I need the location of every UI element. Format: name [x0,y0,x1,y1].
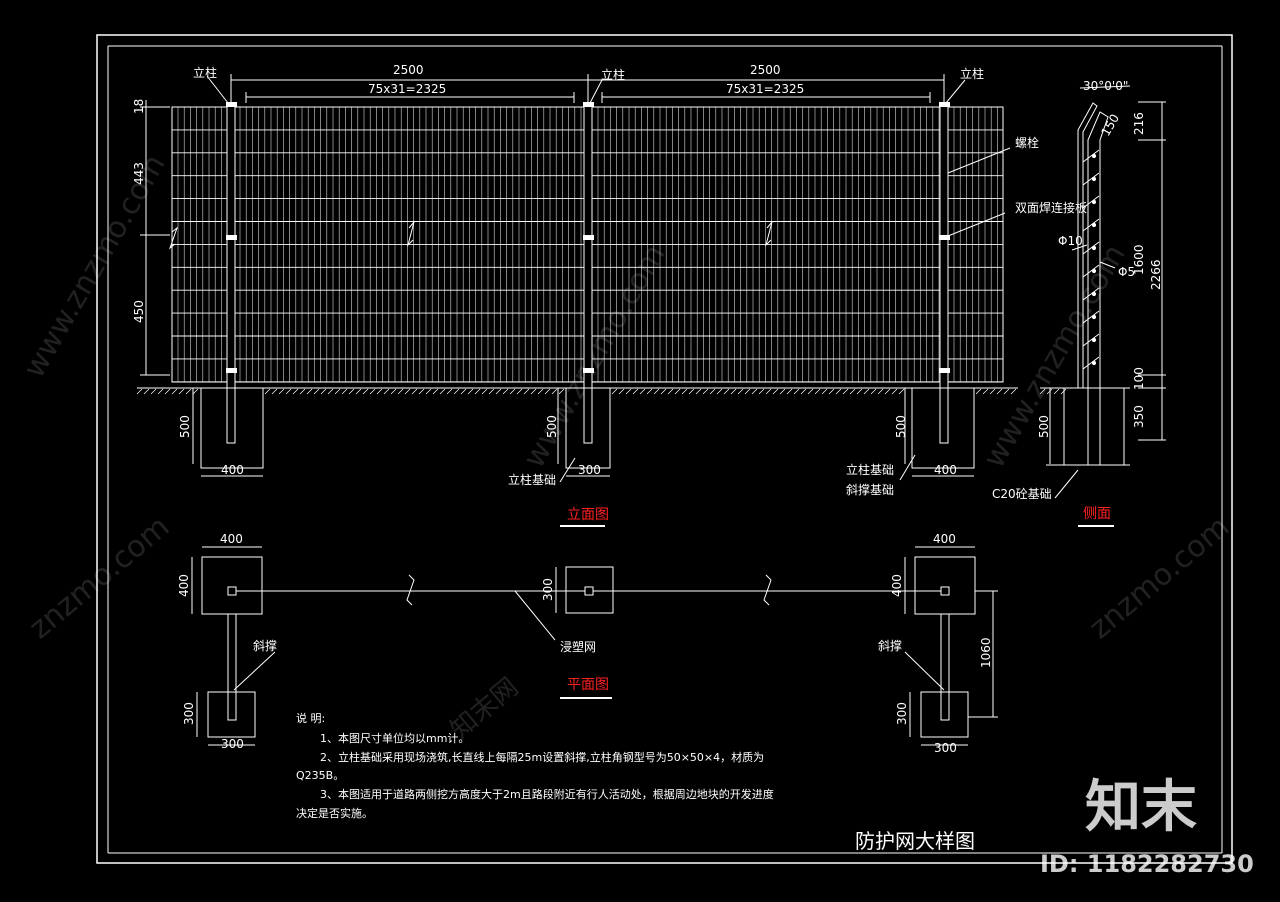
dim-label: 300 [541,578,555,601]
callout-label: 立柱基础 [508,472,556,487]
elevation-view [136,74,1067,483]
dim-label: 500 [1037,415,1051,438]
dim-label: 300 [221,737,244,751]
callout-label: 螺栓 [1015,135,1039,150]
side-brace [1077,102,1098,388]
view-caption: 立面图 [567,507,609,523]
dim-label: 300 [578,463,601,477]
watermark-text: www.znzmo.com [517,239,673,474]
post-label: 立柱 [193,65,217,80]
callout-label: 双面焊连接板 [1015,200,1087,215]
callout-label: 浸塑网 [560,639,596,654]
dim-label: 100 [1132,367,1146,390]
dim-label: 18 [132,99,146,114]
dim-label: 300 [934,741,957,755]
drawing-title: 防护网大样图 [855,829,975,853]
post-foundation [911,387,975,469]
dim-label: 500 [894,415,908,438]
view-caption: 侧面 [1083,506,1111,522]
dim-label: 500 [545,415,559,438]
angle-label: 30°0'0" [1083,79,1128,93]
phi-label: Φ10 [1058,234,1083,248]
post-label: 立柱 [960,66,984,81]
watermark-text: znzmo.com [23,509,177,646]
dim-label: 450 [132,300,146,323]
side-foundation [1063,387,1125,466]
plan-brace-foundation [207,691,256,738]
plan-labels: 400 400 400 400 300 300 300 300 300 1060… [177,532,993,755]
outer-frame [96,34,1233,864]
note-line: 2、立柱基础采用现场浇筑,长直线上每隔25m设置斜撑,立柱角钢型号为50×50×… [320,750,764,764]
watermark-layer: www.znzmo.com www.znzmo.com www.znzmo.co… [17,149,1237,746]
dim-label: 443 [132,162,146,185]
plan-brace [227,613,237,721]
note-line: Q235B。 [296,769,344,782]
mesh-label: 75x31=2325 [726,82,804,96]
ground-hatch [136,388,1067,395]
post-label: 立柱 [601,67,625,82]
dim-label: 400 [177,574,191,597]
dim-label: 1060 [979,637,993,668]
mesh-lines [172,106,1003,383]
dim-label: 150 [1098,112,1122,139]
side-mesh-ticks [1082,149,1100,370]
dim-label: 1600 [1132,244,1146,275]
side-labels: 30°0'0" 150 216 1600 2266 100 350 500 Φ1… [992,79,1163,522]
callout-label: 斜撑 [253,638,277,653]
break-mark [765,221,773,247]
plan-foundation [201,556,263,615]
span-label: 2500 [750,63,781,77]
dim-label: 400 [890,574,904,597]
watermark-text: znzmo.com [1083,509,1237,646]
dim-label: 500 [178,415,192,438]
note-line: 3、本图适用于道路两侧挖方高度大于2m且路段附近有行人活动处，根据周边地块的开发… [320,787,774,801]
connector-plates [226,102,950,373]
plan-view [191,546,998,746]
break-mark [407,221,415,247]
dim-label: 216 [1132,112,1146,135]
dim-label: 400 [220,532,243,546]
dim-label: 300 [895,702,909,725]
dim-label: 2266 [1149,259,1163,290]
post-foundation [565,387,611,469]
id-label: ID: 1182282730 [1040,850,1254,878]
notes-heading: 说 明: [296,711,325,725]
dim-label: 300 [182,702,196,725]
dim-label: 400 [934,463,957,477]
plan-brace [940,613,950,721]
post [939,102,949,444]
callout-label: 斜撑基础 [846,482,894,497]
view-caption: 平面图 [567,677,609,693]
phi-label: Φ5 [1118,265,1135,279]
watermark-text: www.znzmo.com [977,239,1133,474]
span-label: 2500 [393,63,424,77]
plan-foundation [914,556,976,615]
callout-label: 斜撑 [878,638,902,653]
notes-block: 说 明: 1、本图尺寸单位均以mm计。 2、立柱基础采用现场浇筑,长直线上每隔2… [296,711,774,820]
elevation-labels: 2500 2500 75x31=2325 75x31=2325 立柱 立柱 立柱… [132,63,1087,523]
plan-brace-foundation [920,691,969,738]
plan-foundation [565,566,614,614]
dim-label: 400 [221,463,244,477]
dim-label: 400 [933,532,956,546]
side-view [1040,85,1166,499]
brand-logo: 知末 [1085,775,1197,840]
post-foundation [200,387,264,469]
dim-label: 350 [1132,405,1146,428]
callout-label: 立柱基础 [846,462,894,477]
note-line: 1、本图尺寸单位均以mm计。 [320,731,469,745]
callout-label: C20砼基础 [992,487,1052,501]
break-mark [168,226,179,250]
watermark-text: www.znzmo.com [17,149,173,384]
post [583,102,593,444]
post [226,102,236,444]
mesh-label: 75x31=2325 [368,82,446,96]
note-line: 决定是否实施。 [296,806,373,820]
